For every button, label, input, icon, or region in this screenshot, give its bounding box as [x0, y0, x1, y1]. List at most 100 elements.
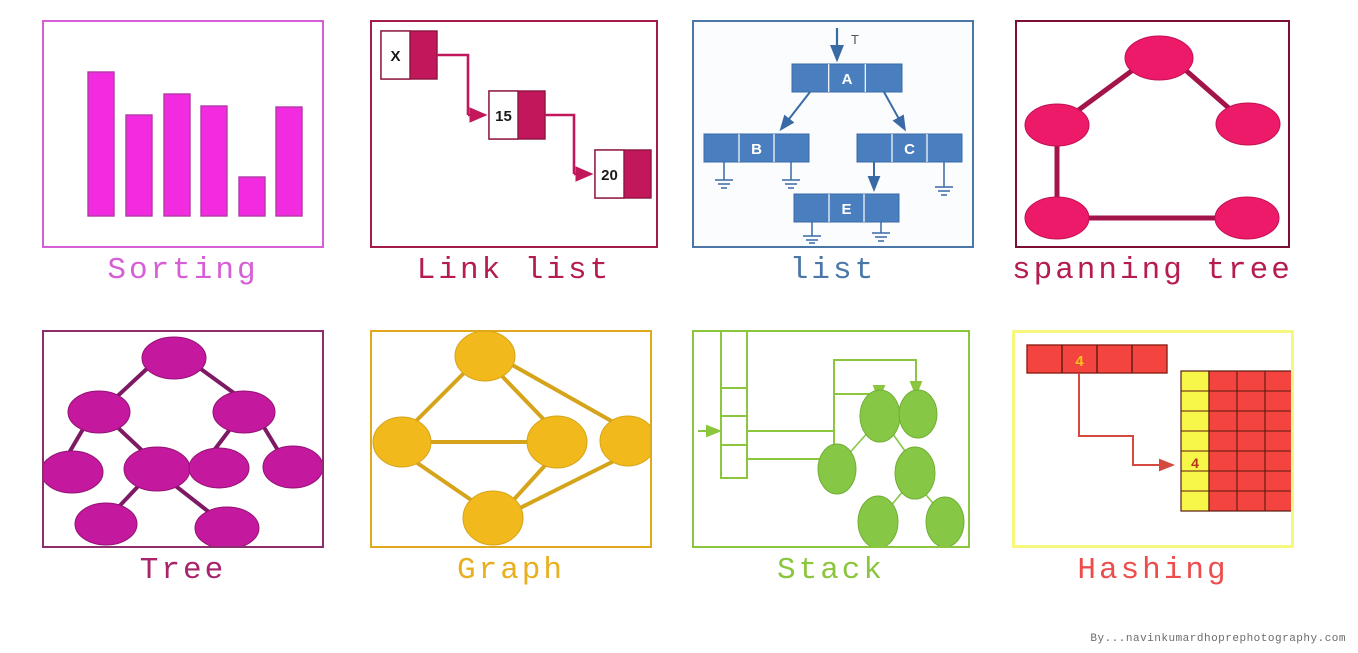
list-figure: T A B	[692, 20, 974, 248]
tree-node-ml	[74, 502, 138, 546]
tree-node-ll	[44, 450, 104, 494]
spanning-tree-nodes	[1024, 35, 1281, 240]
graph-edge-top-right	[506, 360, 623, 429]
tree-node-lr	[123, 446, 191, 492]
link-connector-1	[437, 53, 470, 115]
graph-edges	[408, 360, 623, 514]
tree-node-root	[141, 336, 207, 380]
panel-graph: Graph	[370, 330, 652, 588]
hash-input-array: 4	[1026, 344, 1168, 374]
caption-stack: Stack	[776, 553, 885, 588]
hashing-svg: 4	[1026, 344, 1291, 512]
bar-6	[275, 106, 303, 217]
st-node-bottom-left	[1024, 196, 1090, 240]
panel-sorting: Sorting	[42, 20, 324, 288]
stack-node-right	[894, 446, 936, 500]
caption-list: list	[789, 253, 877, 288]
panel-link-list: X 15 20	[370, 20, 658, 288]
caption-tree: Tree	[139, 553, 227, 588]
panel-hashing: 4	[1012, 330, 1294, 588]
hashing-figure: 4	[1012, 330, 1294, 548]
list-node-a: A	[791, 63, 903, 93]
stack-node-root	[859, 389, 901, 443]
list-node-c: C	[856, 133, 963, 163]
ground-icon-3	[935, 162, 953, 196]
list-node-b-value: B	[751, 141, 762, 158]
link-node-1: X	[380, 30, 438, 80]
ground-icon-1	[715, 162, 733, 189]
spanning-tree-edges	[1054, 64, 1241, 221]
stack-node-leaf-2	[925, 496, 965, 546]
graph-node-right	[599, 415, 650, 467]
bar-4	[200, 105, 228, 217]
caption-spanning-tree: spanning tree	[1012, 253, 1293, 288]
graph-nodes	[372, 332, 650, 546]
hash-table: 4	[1180, 370, 1291, 512]
ground-icon-4	[803, 222, 821, 244]
tree-node-rr	[262, 445, 322, 489]
panel-stack: Stack	[692, 330, 970, 588]
graph-figure	[370, 330, 652, 548]
tree-node-rl	[188, 447, 250, 489]
ground-icon-2	[782, 162, 800, 189]
list-node-e-value: E	[841, 201, 851, 218]
caption-sorting: Sorting	[107, 253, 259, 288]
list-tree-svg: T A B	[703, 28, 963, 244]
graph-svg	[372, 332, 650, 546]
stack-figure	[692, 330, 970, 548]
graph-node-center	[526, 415, 588, 469]
st-node-top	[1124, 35, 1194, 81]
link-node-2-value: 15	[495, 108, 512, 125]
list-node-a-value: A	[842, 71, 853, 88]
graph-edge-right-bottom	[511, 456, 621, 514]
caption-link-list: Link list	[416, 253, 612, 288]
spanning-tree-svg	[1024, 35, 1281, 240]
stack-cells	[720, 332, 748, 479]
ground-symbols	[715, 162, 953, 244]
tree-figure	[42, 330, 324, 548]
stack-tree-nodes	[817, 389, 965, 546]
link-node-3-value: 20	[601, 167, 618, 184]
spanning-tree-figure	[1014, 20, 1290, 248]
tree-edges	[64, 362, 284, 518]
stack-node-left	[817, 443, 857, 495]
linked-list-svg: X 15 20	[380, 30, 652, 199]
link-node-3: 20	[594, 149, 652, 199]
stack-pointer-1	[747, 359, 923, 432]
list-edge-a-b	[779, 91, 811, 132]
tree-node-l	[67, 390, 131, 434]
panel-spanning-tree: spanning tree	[1012, 20, 1293, 288]
hash-array-value: 4	[1075, 353, 1084, 370]
hash-table-gridlines	[1181, 371, 1291, 511]
list-pointer-label: T	[851, 32, 859, 47]
stack-column	[720, 332, 748, 479]
caption-hashing: Hashing	[1077, 553, 1229, 588]
bar-5	[238, 176, 266, 217]
hash-arrow	[1078, 373, 1175, 472]
graph-node-bottom	[462, 490, 524, 546]
tree-svg	[44, 336, 322, 546]
bar-1	[87, 71, 115, 217]
watermark: By...navinkumardhoprephotography.com	[1090, 633, 1346, 645]
hash-key-value: 4	[1191, 455, 1199, 471]
stack-svg	[698, 332, 965, 546]
panel-tree: Tree	[42, 330, 324, 588]
bar-2	[125, 114, 153, 217]
tree-node-r	[212, 390, 276, 434]
link-node-1-value: X	[390, 48, 400, 65]
sorting-figure	[42, 20, 324, 248]
graph-node-left	[372, 416, 432, 468]
list-edge-a-c	[883, 91, 906, 132]
st-node-left	[1024, 103, 1090, 147]
graph-node-top	[454, 332, 516, 382]
graph-edge-top-left	[408, 368, 469, 429]
tree-nodes	[44, 336, 322, 546]
list-node-e: E	[793, 193, 900, 223]
link-connector-2	[545, 113, 576, 174]
panel-list: T A B	[692, 20, 974, 288]
st-node-bottom-right	[1214, 196, 1280, 240]
list-node-b: B	[703, 133, 810, 163]
list-node-c-value: C	[904, 141, 915, 158]
tree-node-mr	[194, 506, 260, 546]
